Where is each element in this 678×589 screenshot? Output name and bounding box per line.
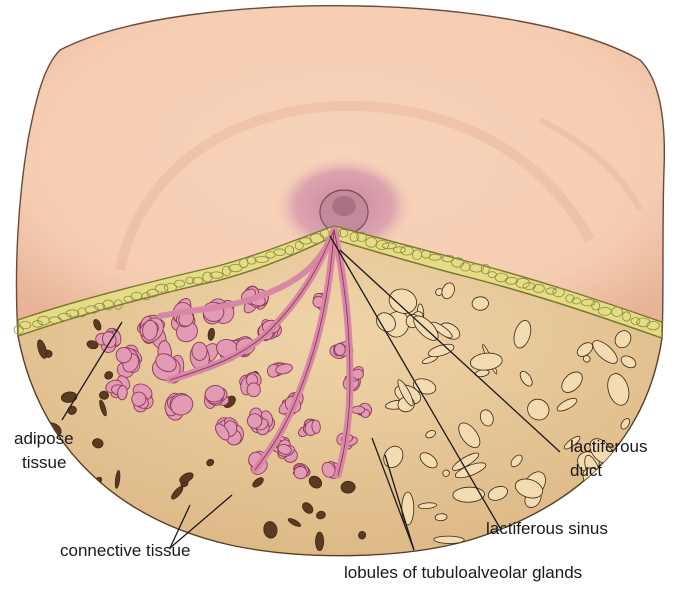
label-adipose-line1: adipose	[14, 429, 74, 448]
gland-lobule	[352, 406, 365, 414]
gland-lobule	[192, 342, 208, 361]
label-lactiferous-duct-line2: duct	[570, 461, 602, 480]
gland-lobule	[247, 383, 260, 397]
label-lactiferous-duct-line1: lactiferous	[570, 437, 647, 456]
label-lactiferous-sinus: lactiferous sinus	[486, 519, 608, 538]
label-adipose-line2: tissue	[22, 453, 66, 472]
connective-tissue-hole	[80, 510, 95, 526]
label-lobules: lobules of tubuloalveolar glands	[344, 563, 582, 582]
connective-tissue-hole	[315, 532, 323, 550]
label-connective-tissue: connective tissue	[60, 541, 190, 560]
connective-tissue-hole	[70, 476, 85, 489]
connective-tissue-hole	[402, 492, 414, 525]
connective-tissue-hole	[86, 500, 95, 510]
connective-tissue-hole	[434, 536, 465, 544]
connective-tissue-hole	[629, 540, 643, 552]
connective-tissue-hole	[466, 540, 474, 548]
connective-tissue-hole	[472, 297, 489, 311]
